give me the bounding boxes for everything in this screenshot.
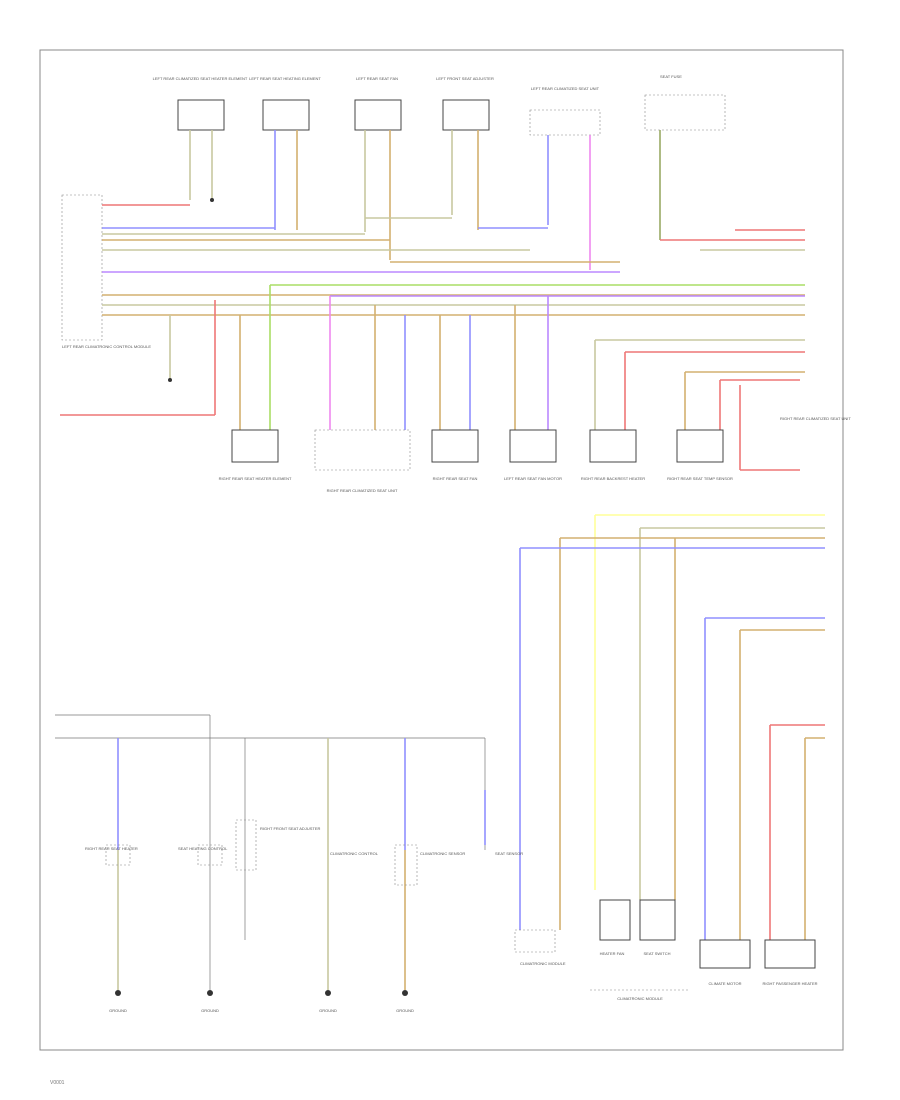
right-side-label: RIGHT REAR CLIMATIZED SEAT UNIT xyxy=(780,416,851,421)
bottom-component-4: CLIMATRONIC CONTROL xyxy=(330,851,379,856)
top-component-4: LEFT FRONT SEAT ADJUSTER xyxy=(436,76,494,131)
left-module: LEFT REAR CLIMATRONIC CONTROL MODULE xyxy=(61,194,151,349)
bottom-component-2: SEAT HEATING CONTROL xyxy=(178,844,228,866)
top-component-2: LEFT REAR SEAT HEATING ELEMENT xyxy=(249,76,321,131)
bottom-label-10: CLIMATE MOTOR xyxy=(709,981,742,986)
ground-icon xyxy=(207,990,213,996)
bottom-component-1: RIGHT REAR SEAT HEATER xyxy=(85,844,138,866)
bottom-label-6: SEAT SENSOR xyxy=(495,851,523,856)
bottom-component-6: SEAT SENSOR xyxy=(495,851,523,856)
ground-icon xyxy=(402,990,408,996)
bottom-group-label: CLIMATRONIC MODULE xyxy=(617,996,663,1001)
ground-icon xyxy=(325,990,331,996)
bottom-label-8: HEATER FAN xyxy=(600,951,625,956)
top-label-6: SEAT FUSE xyxy=(660,74,682,79)
mid-component-3: RIGHT REAR SEAT FAN xyxy=(431,429,479,481)
mid-component-6: RIGHT REAR SEAT TEMP SENSOR xyxy=(667,429,733,481)
bottom-component-11: RIGHT PASSENGER HEATER xyxy=(762,939,818,986)
bottom-label-1: RIGHT REAR SEAT HEATER xyxy=(85,846,138,851)
ground-2: GROUND xyxy=(201,990,219,1013)
ground-label-4: GROUND xyxy=(396,1008,414,1013)
ground-label-2: GROUND xyxy=(201,1008,219,1013)
mid-component-4: LEFT REAR SEAT FAN MOTOR xyxy=(504,429,562,481)
ground-icon xyxy=(210,198,214,202)
mid-label-3: RIGHT REAR SEAT FAN xyxy=(433,476,478,481)
mid-label-1: RIGHT REAR SEAT HEATER ELEMENT xyxy=(219,476,292,481)
ground-label-1: GROUND xyxy=(109,1008,127,1013)
top-component-1: LEFT REAR CLIMATIZED SEAT HEATER ELEMENT xyxy=(153,76,248,131)
top-label-4: LEFT FRONT SEAT ADJUSTER xyxy=(436,76,494,81)
top-component-5: LEFT REAR CLIMATIZED SEAT UNIT xyxy=(529,86,601,136)
top-label-1: LEFT REAR CLIMATIZED SEAT HEATER ELEMENT xyxy=(153,76,248,81)
top-label-2: LEFT REAR SEAT HEATING ELEMENT xyxy=(249,76,321,81)
bottom-label-11: RIGHT PASSENGER HEATER xyxy=(762,981,817,986)
mid-label-6: RIGHT REAR SEAT TEMP SENSOR xyxy=(667,476,733,481)
left-module-label: LEFT REAR CLIMATRONIC CONTROL MODULE xyxy=(62,344,151,349)
bottom-component-9: SEAT SWITCH xyxy=(639,899,676,956)
mid-component-2: RIGHT REAR CLIMATIZED SEAT UNIT xyxy=(314,429,411,493)
bottom-label-2: SEAT HEATING CONTROL xyxy=(178,846,228,851)
ground-label-3: GROUND xyxy=(319,1008,337,1013)
top-component-6: SEAT FUSE xyxy=(644,74,726,131)
top-label-5: LEFT REAR CLIMATIZED SEAT UNIT xyxy=(531,86,600,91)
bottom-component-5: CLIMATRONIC SENSOR xyxy=(394,844,465,886)
top-label-3: LEFT REAR SEAT FAN xyxy=(356,76,398,81)
mid-component-5: RIGHT REAR BACKREST HEATER xyxy=(581,429,645,481)
ground-1: GROUND xyxy=(109,990,127,1013)
mid-label-4: LEFT REAR SEAT FAN MOTOR xyxy=(504,476,562,481)
bottom-component-10: CLIMATE MOTOR xyxy=(699,939,751,986)
diagram-frame xyxy=(39,49,844,1051)
bottom-component-7: CLIMATRONIC MODULE xyxy=(514,929,566,966)
bottom-label-9: SEAT SWITCH xyxy=(644,951,671,956)
mid-label-5: RIGHT REAR BACKREST HEATER xyxy=(581,476,645,481)
ground-3: GROUND xyxy=(319,990,337,1013)
ground-icon xyxy=(115,990,121,996)
bottom-component-8: HEATER FAN xyxy=(599,899,631,956)
mid-label-2: RIGHT REAR CLIMATIZED SEAT UNIT xyxy=(327,488,398,493)
bottom-label-5: CLIMATRONIC SENSOR xyxy=(420,851,465,856)
ground-4: GROUND xyxy=(396,990,414,1013)
bottom-label-7: CLIMATRONIC MODULE xyxy=(520,961,566,966)
bottom-component-3: RIGHT FRONT SEAT ADJUSTER xyxy=(235,819,320,871)
top-component-3: LEFT REAR SEAT FAN xyxy=(354,76,402,131)
ground-icon xyxy=(168,378,172,382)
footer-code: V0001 xyxy=(50,1080,65,1086)
bottom-label-4: CLIMATRONIC CONTROL xyxy=(330,851,379,856)
mid-component-1: RIGHT REAR SEAT HEATER ELEMENT xyxy=(219,429,292,481)
bottom-label-3: RIGHT FRONT SEAT ADJUSTER xyxy=(260,826,320,831)
